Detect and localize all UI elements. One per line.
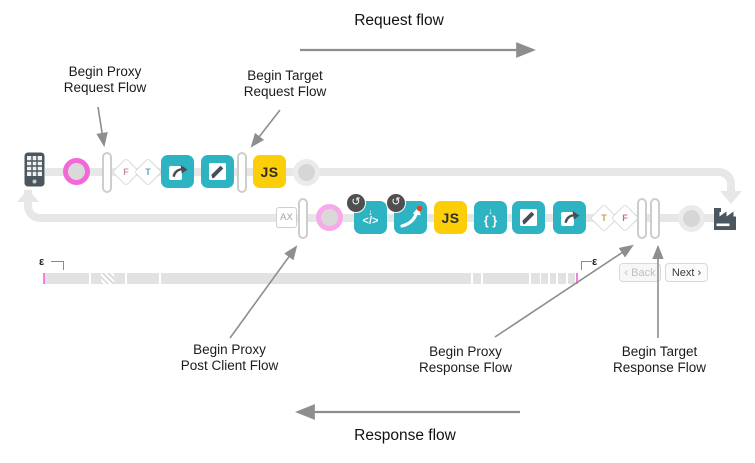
edit-message-policy-step[interactable] — [201, 155, 234, 188]
timeline-tick[interactable] — [43, 273, 45, 284]
loop-badge-icon: ↺ — [346, 193, 366, 213]
proxy-response-flow-marker[interactable] — [637, 198, 647, 239]
braces-label: { } — [483, 214, 498, 229]
label-begin-proxy-post-client-flow: Begin Proxy Post Client Flow — [180, 342, 279, 374]
extract-variables-policy-step[interactable]: ↓ { } — [474, 201, 507, 234]
analytics-step[interactable]: AX — [276, 207, 297, 228]
edit-message-policy-step[interactable] — [512, 201, 545, 234]
arrow-begin-proxy-request — [96, 106, 108, 148]
timeline-seg — [531, 273, 540, 284]
code-label: </> — [362, 215, 379, 228]
label-begin-target-request-flow: Begin Target Request Flow — [243, 68, 327, 100]
timeline-seg — [91, 273, 101, 284]
loop-glyph: ↺ — [351, 196, 361, 208]
javascript-policy-step[interactable]: JS — [434, 201, 467, 234]
timeline-bracket-right-icon — [581, 261, 592, 270]
response-pipe-arrowhead-icon — [17, 189, 39, 202]
condition-letter: T — [145, 167, 151, 177]
paper-arrow-icon — [561, 211, 580, 226]
timeline-seg — [483, 273, 529, 284]
timeline-seg — [568, 273, 575, 284]
timeline-seg — [541, 273, 548, 284]
response-step-circle[interactable] — [316, 204, 343, 231]
loop-badge-icon: ↺ — [386, 193, 406, 213]
timeline-seg — [114, 273, 125, 284]
timeline-hatch — [101, 273, 114, 284]
arrow-begin-proxy-post-client — [229, 245, 298, 339]
timeline-seg — [558, 273, 566, 284]
request-flow-pipe — [45, 168, 735, 198]
post-client-flow-marker[interactable] — [298, 198, 308, 239]
timeline-seg — [127, 273, 159, 284]
back-button[interactable]: ‹ Back — [619, 263, 661, 282]
client-phone-icon[interactable] — [24, 152, 45, 192]
request-flow-title: Request flow — [354, 12, 444, 29]
timeline-tick[interactable] — [576, 273, 578, 284]
js-label: JS — [441, 209, 460, 226]
condition-letter: F — [622, 213, 628, 223]
next-button[interactable]: Next › — [665, 263, 708, 282]
step-into-arrow-icon: ↓ — [488, 206, 493, 217]
curved-arrow-red-dot-icon — [400, 205, 423, 228]
response-end-step[interactable] — [678, 205, 705, 232]
label-begin-proxy-response-flow: Begin Proxy Response Flow — [418, 344, 513, 376]
timeline-epsilon-right: ε — [592, 256, 598, 268]
request-pipe-arrowhead-icon — [720, 191, 742, 204]
javascript-policy-step[interactable]: JS — [253, 155, 286, 188]
pencil-icon — [520, 209, 537, 226]
step-into-arrow-icon: ↓ — [368, 206, 373, 217]
loop-glyph: ↺ — [391, 196, 401, 208]
request-end-step[interactable] — [293, 159, 320, 186]
target-response-flow-marker[interactable] — [650, 198, 660, 239]
assign-message-policy-step[interactable] — [161, 155, 194, 188]
condition-letter: F — [123, 167, 129, 177]
condition-letter: T — [601, 213, 607, 223]
label-begin-target-response-flow: Begin Target Response Flow — [612, 344, 707, 376]
js-label: JS — [260, 163, 279, 180]
label-begin-proxy-request-flow: Begin Proxy Request Flow — [63, 64, 147, 96]
proxy-request-flow-marker[interactable] — [102, 152, 112, 193]
request-start-step[interactable] — [63, 158, 90, 185]
target-factory-icon[interactable] — [711, 203, 739, 236]
target-request-flow-marker[interactable] — [237, 152, 247, 193]
timeline-bracket-left-icon — [51, 261, 64, 270]
arrow-begin-target-request — [250, 109, 281, 148]
pencil-icon — [209, 163, 226, 180]
assign-message-policy-step[interactable] — [553, 201, 586, 234]
timeline-seg — [161, 273, 471, 284]
ax-label: AX — [280, 212, 293, 223]
paper-arrow-icon — [169, 165, 188, 180]
arrow-begin-proxy-response — [494, 244, 634, 338]
callout-policy-step[interactable] — [394, 201, 427, 234]
timeline-seg — [45, 273, 89, 284]
timeline-bar[interactable] — [43, 273, 578, 284]
response-flow-title: Response flow — [354, 427, 456, 444]
timeline-seg — [473, 273, 481, 284]
timeline-epsilon-left: ε — [39, 256, 45, 268]
